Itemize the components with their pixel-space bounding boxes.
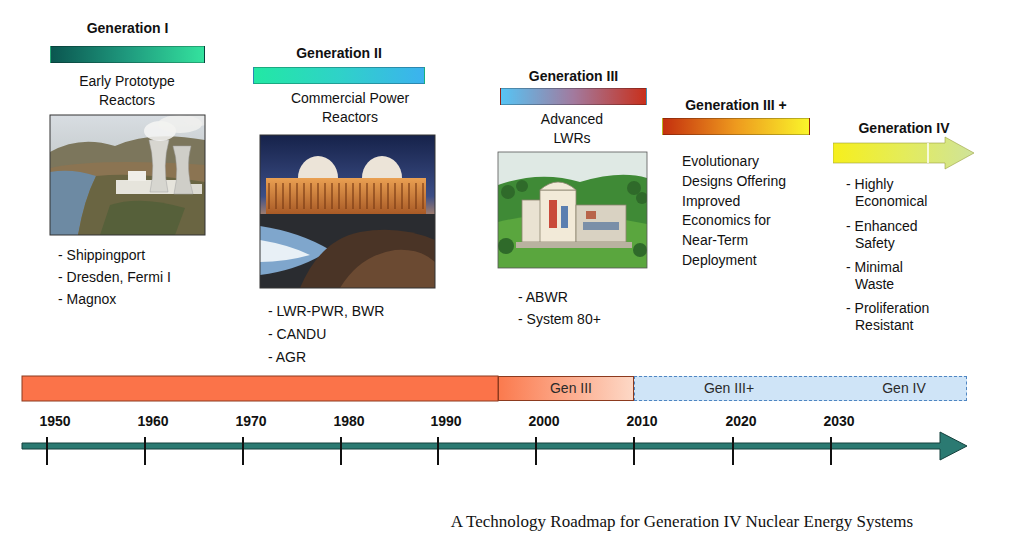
segment-label: Gen III+ xyxy=(704,377,754,400)
generation-description: Commercial Power Reactors xyxy=(275,89,425,127)
power-plant-photo xyxy=(50,115,205,235)
year-label: 2030 xyxy=(814,412,864,431)
reactor-cutaway-illustration xyxy=(498,152,647,268)
gradient-bar-fill xyxy=(500,88,647,105)
bullet-item: - Magnox xyxy=(58,290,218,309)
bullet-item: - Highly Economical xyxy=(846,176,943,210)
generation-bar: Generation III + xyxy=(662,96,810,135)
power-plant-photo xyxy=(260,135,435,288)
axis-arrow xyxy=(22,432,967,460)
bullet-item: - AGR xyxy=(268,348,438,367)
timeline-segment: Gen III+ Gen IV xyxy=(634,376,967,401)
bullet-item: - Proliferation Resistant xyxy=(846,300,943,334)
year-label: 1990 xyxy=(421,412,471,431)
bullet-item: - Enhanced Safety xyxy=(846,218,943,252)
axis-ticks xyxy=(47,437,831,465)
bullet-item: - Minimal Waste xyxy=(846,259,943,293)
gradient-bar-fill xyxy=(50,46,205,63)
generation-bar: Generation I xyxy=(50,19,205,63)
segment-label: Gen IV xyxy=(882,377,926,400)
generation-description: Advanced LWRs xyxy=(532,110,612,148)
bullet-item: - Shippingport xyxy=(58,246,218,265)
timeline-segment: Gen III xyxy=(498,376,634,401)
year-label: 1950 xyxy=(30,412,80,431)
figure-caption: A Technology Roadmap for Generation IV N… xyxy=(372,511,992,533)
year-label: 2010 xyxy=(617,412,667,431)
bullet-item: - ABWR xyxy=(518,288,648,307)
bullet-item: - LWR-PWR, BWR xyxy=(268,302,438,321)
generation-description: Early Prototype Reactors xyxy=(62,72,192,110)
year-label: 2020 xyxy=(716,412,766,431)
generation-heading: Generation III xyxy=(529,68,618,85)
gradient-bar-fill xyxy=(253,67,425,84)
gradient-arrow-shape xyxy=(833,136,975,170)
bullet-item: - CANDU xyxy=(268,325,438,344)
gradient-bar-fill xyxy=(662,118,810,135)
timeline-band xyxy=(22,376,498,401)
year-label: 2000 xyxy=(519,412,569,431)
year-label: 1960 xyxy=(128,412,178,431)
generation-heading: Generation II xyxy=(296,45,382,62)
generation-bar: Generation III xyxy=(500,67,647,105)
generation-heading: Generation III + xyxy=(685,97,787,114)
generation-bar: Generation II xyxy=(253,44,425,84)
generation-heading: Generation IV xyxy=(858,120,949,137)
bullet-item: - Dresden, Fermi I xyxy=(58,268,218,287)
bullet-item: - System 80+ xyxy=(518,310,648,329)
generation-heading: Generation I xyxy=(87,20,169,37)
segment-label: Gen III xyxy=(550,377,592,400)
year-label: 1970 xyxy=(226,412,276,431)
generation-arrow: Generation IV xyxy=(833,119,975,170)
year-label: 1980 xyxy=(324,412,374,431)
generation-description: Evolutionary Designs Offering Improved E… xyxy=(682,152,807,271)
